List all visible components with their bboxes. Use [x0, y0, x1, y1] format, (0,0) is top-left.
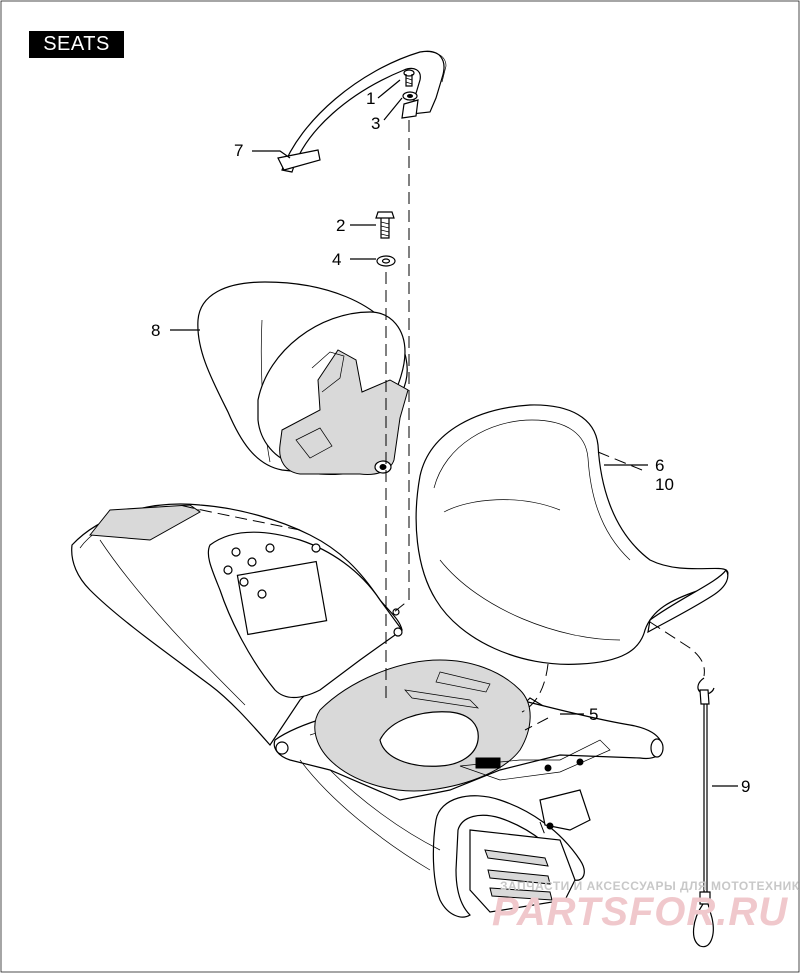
rear-fender-frame-assembly	[71, 503, 664, 918]
part-3-washer	[402, 91, 418, 101]
callout-9: 9	[741, 777, 750, 796]
callout-6: 6	[655, 456, 664, 475]
part-8-passenger-seat	[197, 281, 409, 475]
part-4-washer	[376, 255, 396, 267]
callout-10: 10	[655, 475, 674, 494]
leader-lines	[170, 79, 738, 787]
assembly-lines	[179, 120, 705, 836]
callout-8: 8	[151, 321, 160, 340]
watermark-tagline: ЗАПЧАСТИ И АКСЕССУАРЫ ДЛЯ МОТОТЕХНИКИ	[500, 879, 800, 893]
callout-1: 1	[366, 89, 375, 108]
part-9-tether-cable	[693, 677, 715, 948]
callout-4: 4	[332, 250, 341, 269]
part-2-bolt	[375, 211, 395, 239]
part-6-rider-seat	[415, 404, 729, 665]
callout-2: 2	[336, 216, 345, 235]
part-1-screw	[403, 69, 415, 87]
callout-7: 7	[234, 141, 243, 160]
part-7-grab-handle	[277, 50, 447, 173]
callout-3: 3	[371, 114, 380, 133]
diagram-title: SEATS	[29, 31, 124, 58]
watermark-brand: PARTSFOR.RU	[492, 890, 788, 934]
callout-5: 5	[589, 705, 598, 724]
